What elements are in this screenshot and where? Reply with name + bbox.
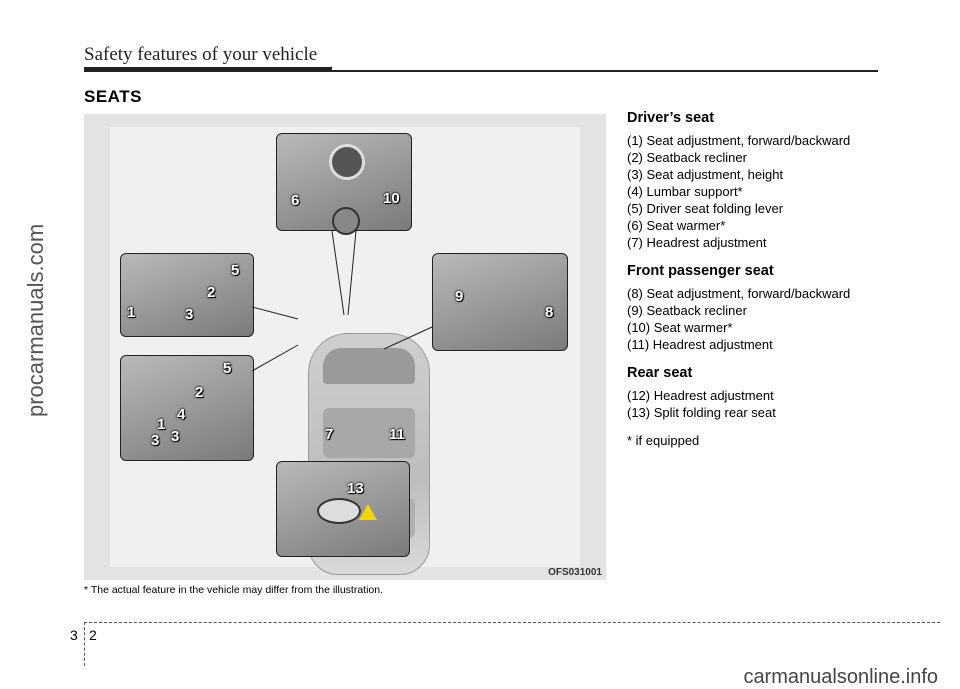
passenger-seat-heading: Front passenger seat [627,263,774,279]
callout-1: 1 [127,304,136,321]
callout-3c: 3 [171,428,180,445]
seat-legend: Driver’s seat (1) Seat adjustment, forwa… [627,110,927,448]
callout-6: 6 [291,192,300,209]
footer-divider [84,622,940,623]
rear-seat-heading: Rear seat [627,365,693,381]
leader-lines [251,230,433,372]
list-item: (6) Seat warmer* [627,218,726,233]
watermark-left[interactable]: procarmanuals.com [23,223,48,417]
footer-divider-vertical [84,622,85,666]
watermark-bottom[interactable]: carmanualsonline.info [743,666,938,688]
callout-3: 3 [185,306,194,323]
front-seats [323,408,415,458]
list-item: (10) Seat warmer* [627,320,733,335]
callout-5: 5 [231,262,240,279]
callout-13: 13 [347,480,364,497]
list-item: (3) Seat adjustment, height [627,167,784,182]
callout-9: 9 [455,288,464,305]
driver-seat-side-panel: 5 2 1 3 [120,253,254,337]
callout-2b: 2 [195,384,204,401]
header-title: Safety features of your vehicle [84,44,318,65]
rear-seat-lever-panel: 13 [276,461,410,557]
list-item: (5) Driver seat folding lever [627,201,784,216]
passenger-seat-group: Front passenger seat (8) Seat adjustment… [627,263,927,353]
list-item: (12) Headrest adjustment [627,388,774,403]
page-number: 2 [89,627,97,643]
section-title: SEATS [84,87,142,106]
seats-illustration: 6 10 5 2 1 3 5 2 4 1 3 3 9 8 [84,114,606,580]
drivers-seat-heading: Driver’s seat [627,110,715,126]
callout-10: 10 [383,190,400,207]
windshield [323,348,415,384]
drivers-seat-group: Driver’s seat (1) Seat adjustment, forwa… [627,110,927,251]
callout-1b: 1 [157,416,166,433]
callout-5b: 5 [223,360,232,377]
driver-seat-controls-panel: 5 2 4 1 3 3 [120,355,254,461]
list-item: (2) Seatback recliner [627,150,747,165]
arrow-up-icon [359,504,377,520]
list-item: (13) Split folding rear seat [627,405,776,420]
seat-knob-icon [332,207,360,235]
callout-7: 7 [325,426,334,443]
list-item: (1) Seat adjustment, forward/backward [627,133,851,148]
callout-11: 11 [389,426,405,443]
figure-code: OFS031001 [548,567,602,578]
illustration-background: 6 10 5 2 1 3 5 2 4 1 3 3 9 8 [110,127,580,575]
footnote: * if equipped [627,433,700,448]
list-item: (8) Seat adjustment, forward/backward [627,286,851,301]
list-item: (7) Headrest adjustment [627,235,767,250]
header-rule-thin [332,70,878,72]
rear-seat-group: Rear seat (12) Headrest adjustment (13) … [627,365,927,421]
header-rule-thick [84,67,332,72]
callout-2: 2 [207,284,216,301]
list-item: (11) Headrest adjustment [627,337,773,352]
chapter-number: 3 [70,627,78,643]
passenger-seat-panel: 9 8 [432,253,568,351]
figure-caption: * The actual feature in the vehicle may … [84,584,384,596]
callout-3b: 3 [151,432,160,449]
control-knob-icon [329,144,365,180]
list-item: (4) Lumbar support* [627,184,743,199]
callout-4: 4 [177,406,186,423]
folding-lever-icon [317,498,361,524]
callout-8: 8 [545,304,554,321]
list-item: (9) Seatback recliner [627,303,747,318]
